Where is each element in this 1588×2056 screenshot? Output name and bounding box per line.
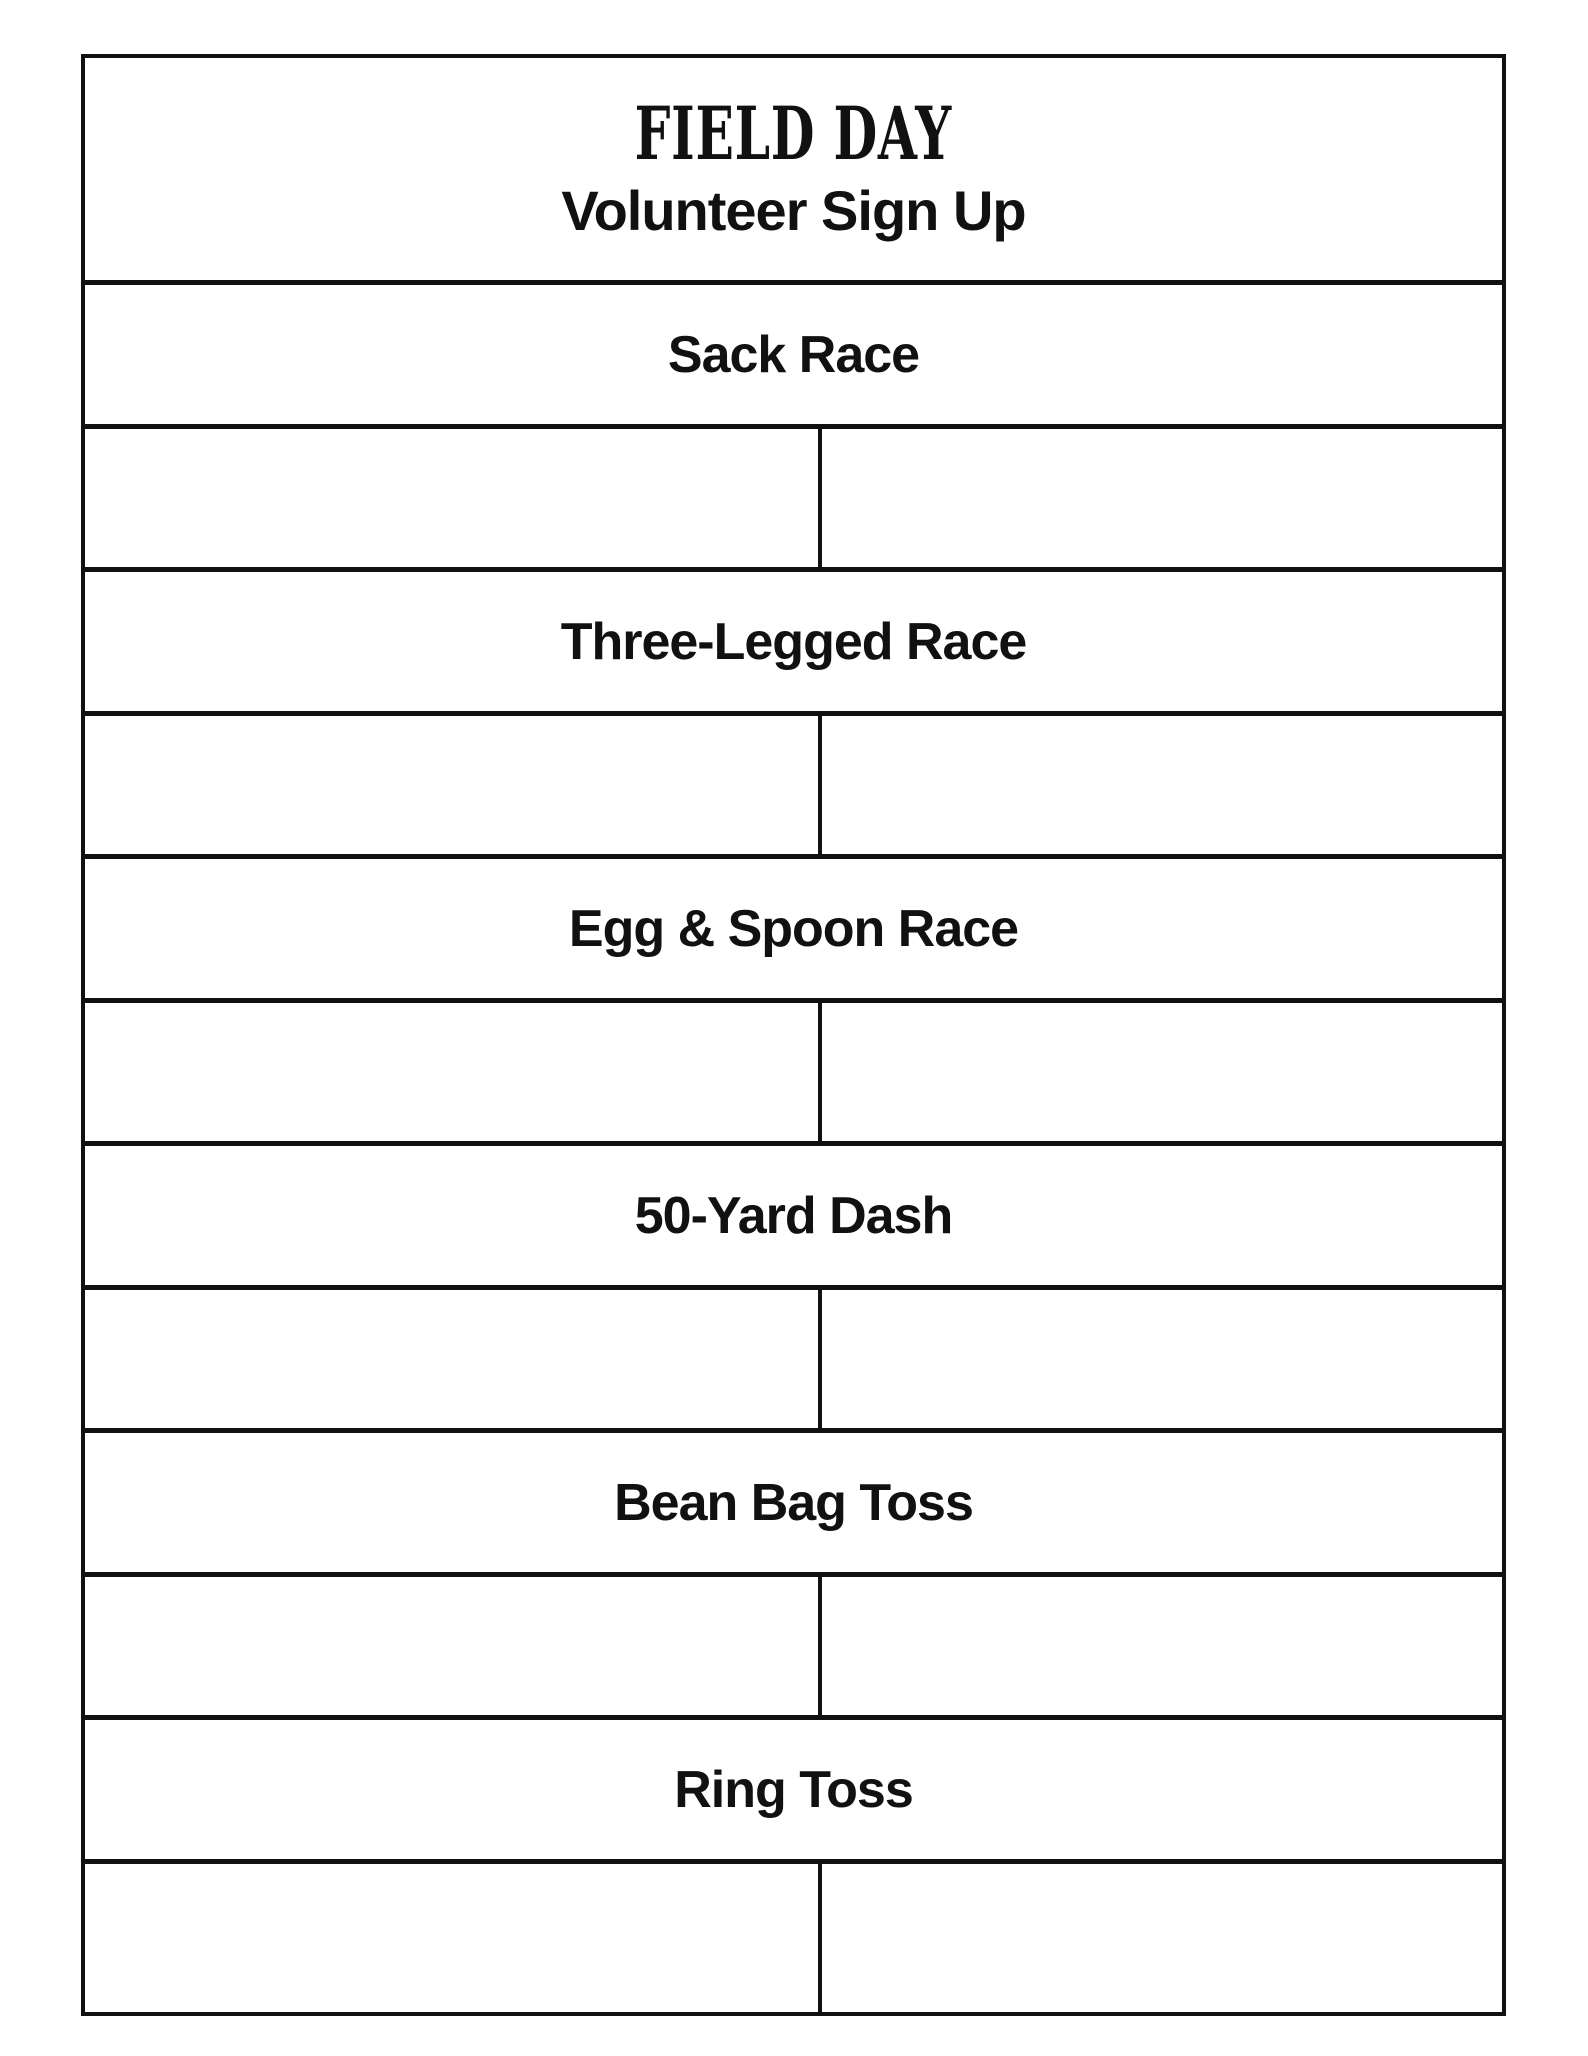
document-title: FIELD DAY xyxy=(634,90,953,177)
document-subtitle: Volunteer Sign Up xyxy=(561,179,1026,242)
event-header-egg-spoon-race: Egg & Spoon Race xyxy=(85,859,1502,1003)
signup-slot-sack-race-2[interactable] xyxy=(822,429,1502,567)
signup-slot-bean-bag-toss-2[interactable] xyxy=(822,1577,1502,1715)
event-label-ring-toss: Ring Toss xyxy=(674,1760,913,1819)
signup-slot-50-yard-dash-1[interactable] xyxy=(85,1290,822,1428)
signup-slot-ring-toss-2[interactable] xyxy=(822,1864,1502,2012)
event-header-bean-bag-toss: Bean Bag Toss xyxy=(85,1433,1502,1577)
signup-row-three-legged-race xyxy=(85,716,1502,859)
signup-slot-egg-spoon-race-1[interactable] xyxy=(85,1003,822,1141)
signup-row-egg-spoon-race xyxy=(85,1003,1502,1146)
event-label-egg-spoon-race: Egg & Spoon Race xyxy=(568,899,1019,958)
signup-sheet: FIELD DAY Volunteer Sign Up Sack Race Th… xyxy=(81,54,1506,2016)
event-header-ring-toss: Ring Toss xyxy=(85,1720,1502,1864)
signup-row-bean-bag-toss xyxy=(85,1577,1502,1720)
signup-slot-sack-race-1[interactable] xyxy=(85,429,822,567)
signup-slot-three-legged-race-2[interactable] xyxy=(822,716,1502,854)
event-label-three-legged-race: Three-Legged Race xyxy=(560,612,1028,671)
signup-slot-egg-spoon-race-2[interactable] xyxy=(822,1003,1502,1141)
signup-slot-50-yard-dash-2[interactable] xyxy=(822,1290,1502,1428)
signup-slot-ring-toss-1[interactable] xyxy=(85,1864,822,2012)
event-header-three-legged-race: Three-Legged Race xyxy=(85,572,1502,716)
event-label-sack-race: Sack Race xyxy=(667,325,920,384)
signup-row-ring-toss xyxy=(85,1864,1502,2012)
event-header-sack-race: Sack Race xyxy=(85,285,1502,429)
event-label-50-yard-dash: 50-Yard Dash xyxy=(634,1186,953,1245)
signup-slot-three-legged-race-1[interactable] xyxy=(85,716,822,854)
title-row: FIELD DAY Volunteer Sign Up xyxy=(85,58,1502,285)
signup-row-50-yard-dash xyxy=(85,1290,1502,1433)
signup-slot-bean-bag-toss-1[interactable] xyxy=(85,1577,822,1715)
signup-row-sack-race xyxy=(85,429,1502,572)
event-header-50-yard-dash: 50-Yard Dash xyxy=(85,1146,1502,1290)
event-label-bean-bag-toss: Bean Bag Toss xyxy=(614,1473,974,1532)
